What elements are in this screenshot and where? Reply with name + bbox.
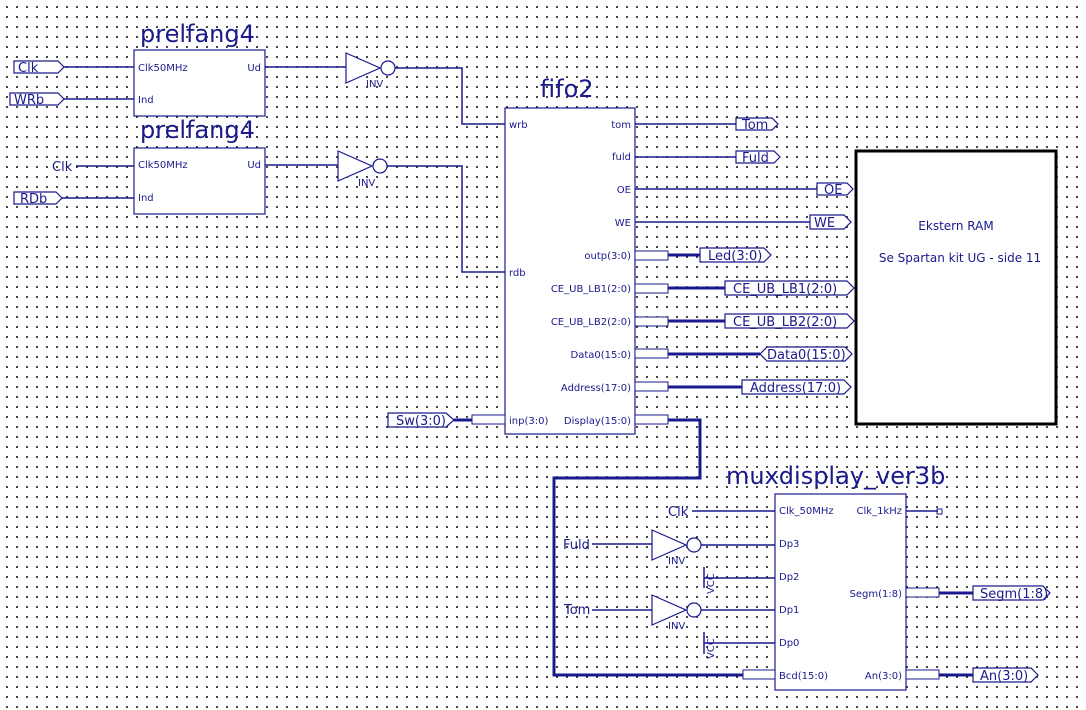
inverter-bottom-bubble-icon	[372, 158, 388, 174]
fifo2-pin-address: Address(17:0)	[561, 383, 631, 394]
output-port-tom-label: Tom	[741, 118, 768, 133]
inverter-dp3-bubble-icon	[686, 537, 702, 553]
fifo2-pin-data0: Data0(15:0)	[571, 350, 632, 361]
external-ram-box[interactable]: Ekstern RAM Se Spartan kit UG - side 11	[854, 149, 1058, 426]
fifo2-pin-outp: outp(3:0)	[584, 251, 631, 262]
output-port-segm[interactable]: Segm(1:8)	[972, 585, 1051, 602]
input-port-sw-label: Sw(3:0)	[396, 414, 446, 429]
inverter-dp3-label: INV	[668, 556, 685, 567]
fifo2-pin-rdb: rdb	[509, 268, 526, 279]
vcc-dp2-label: VCC	[706, 573, 717, 594]
muxdisplay-pin-bcd: Bcd(15:0)	[779, 671, 828, 682]
fifo2-pin-fuld: fuld	[612, 152, 631, 163]
prelfang4-top-body	[133, 49, 266, 117]
inout-port-data0[interactable]: Data0(15:0)	[759, 346, 853, 363]
vcc-dp2: VCC	[703, 567, 717, 594]
output-port-an[interactable]: An(3:0)	[972, 667, 1039, 684]
fifo2-body	[504, 107, 636, 435]
input-label-clk-mid[interactable]: Clk	[52, 160, 73, 175]
prelfang4-top-pin-clk: Clk50MHz	[138, 63, 188, 74]
muxdisplay-pin-dp3: Dp3	[779, 539, 799, 550]
prelfang4-top-pin-ind: Ind	[138, 95, 154, 106]
inverter-dp3[interactable]: INV	[651, 529, 702, 567]
input-port-wrb-label: WRb	[14, 93, 44, 108]
bus-display-to-bcd	[552, 418, 743, 677]
inverter-bottom-label: INV	[358, 178, 375, 189]
input-port-rdb[interactable]: RDb	[13, 191, 63, 207]
fifo2-pin-tom: tom	[611, 120, 631, 131]
prelfang4-top-block[interactable]: prelfang4 Clk50MHz Ind Ud	[133, 20, 266, 117]
fifo2-pin-inp: inp(3:0)	[509, 416, 548, 427]
muxdisplay-pin-clk50: Clk_50MHz	[779, 506, 834, 517]
output-port-led[interactable]: Led(3:0)	[699, 247, 772, 264]
muxdisplay-pin-an: An(3:0)	[865, 671, 902, 682]
output-port-segm-label: Segm(1:8)	[980, 587, 1048, 602]
output-port-oe[interactable]: OE	[816, 182, 854, 198]
muxdisplay-pin-dp0: Dp0	[779, 638, 799, 649]
fifo2-title: fifo2	[540, 75, 594, 103]
muxdisplay-pin-segm: Segm(1:8)	[850, 589, 903, 600]
inverter-dp1[interactable]: INV	[651, 594, 702, 632]
fifo2-pin-we: WE	[615, 218, 631, 229]
input-label-tom: Tom	[563, 603, 590, 618]
output-port-fuld-label: Fuld	[742, 151, 769, 166]
prelfang4-top-pin-ud: Ud	[247, 63, 261, 74]
inverter-top-label: INV	[366, 79, 383, 90]
output-port-fuld[interactable]: Fuld	[735, 150, 781, 166]
inverter-top[interactable]: INV	[345, 52, 396, 90]
output-port-we[interactable]: WE	[809, 214, 852, 231]
inverter-dp1-label: INV	[668, 621, 685, 632]
prelfang4-bottom-pin-ud: Ud	[247, 160, 261, 171]
muxdisplay-body	[774, 493, 907, 691]
fifo2-block[interactable]: fifo2 wrb rdb inp(3:0) tom fuld OE WE ou…	[471, 75, 669, 435]
fifo2-pin-display: Display(15:0)	[564, 416, 631, 427]
output-port-ce2-label: CE_UB_LB2(2:0)	[733, 315, 837, 330]
input-port-wrb[interactable]: WRb	[9, 92, 65, 108]
fifo2-pin-oe: OE	[617, 185, 631, 196]
input-label-fuld: Fuld	[563, 538, 590, 553]
prelfang4-bottom-title: prelfang4	[140, 116, 255, 144]
vcc-dp0: VCC	[703, 632, 717, 659]
output-port-address[interactable]: Address(17:0)	[741, 379, 852, 396]
muxdisplay-pin-clk1k: Clk_1kHz	[857, 506, 902, 517]
output-port-tom[interactable]: Tom	[735, 117, 779, 133]
output-port-ce1[interactable]: CE_UB_LB1(2:0)	[724, 280, 855, 297]
prelfang4-bottom-block[interactable]: prelfang4 Clk50MHz Ind Ud	[133, 116, 266, 215]
output-port-an-label: An(3:0)	[980, 669, 1028, 684]
prelfang4-bottom-pin-ind: Ind	[138, 193, 154, 204]
prelfang4-top-title: prelfang4	[140, 20, 255, 48]
inverter-top-bubble-icon	[380, 60, 396, 76]
prelfang4-bottom-pin-clk: Clk50MHz	[138, 160, 188, 171]
muxdisplay-pin-dp2: Dp2	[779, 572, 799, 583]
no-connect-marker-icon	[936, 508, 943, 515]
prelfang4-bottom-body	[133, 147, 266, 215]
inverter-bottom[interactable]: INV	[337, 150, 388, 189]
input-port-rdb-label: RDb	[20, 192, 47, 207]
vcc-dp0-label: VCC	[706, 638, 717, 659]
wire-inv-top-to-wrb	[395, 67, 505, 125]
external-ram-note: Se Spartan kit UG - side 11	[879, 251, 1041, 265]
output-port-ce1-label: CE_UB_LB1(2:0)	[733, 282, 837, 297]
output-port-led-label: Led(3:0)	[708, 249, 762, 264]
fifo2-pin-ce1: CE_UB_LB1(2:0)	[551, 284, 631, 295]
input-port-sw[interactable]: Sw(3:0)	[387, 412, 455, 429]
input-port-clk-top[interactable]: Clk	[13, 60, 65, 76]
muxdisplay-pin-dp1: Dp1	[779, 605, 799, 616]
wire-inv-bottom-to-rdb	[387, 165, 505, 273]
output-port-we-label: WE	[814, 216, 835, 231]
input-label-clk-mux: Clk	[668, 505, 689, 520]
output-port-address-label: Address(17:0)	[750, 381, 841, 396]
fifo2-pin-ce2: CE_UB_LB2(2:0)	[551, 317, 631, 328]
input-label-clk-mid-text: Clk	[52, 160, 73, 175]
output-port-ce2[interactable]: CE_UB_LB2(2:0)	[724, 313, 855, 330]
output-port-oe-label: OE	[824, 183, 842, 198]
fifo2-pin-wrb: wrb	[509, 120, 528, 131]
input-port-clk-top-label: Clk	[18, 61, 39, 76]
muxdisplay-title: muxdisplay_ver3b	[726, 462, 945, 490]
inout-port-data0-label: Data0(15:0)	[767, 348, 846, 363]
muxdisplay-block[interactable]: muxdisplay_ver3b Clk_50MHz Dp3 Dp2 Dp1 D…	[726, 462, 945, 691]
inverter-dp1-bubble-icon	[686, 602, 702, 618]
external-ram-title: Ekstern RAM	[918, 219, 993, 233]
